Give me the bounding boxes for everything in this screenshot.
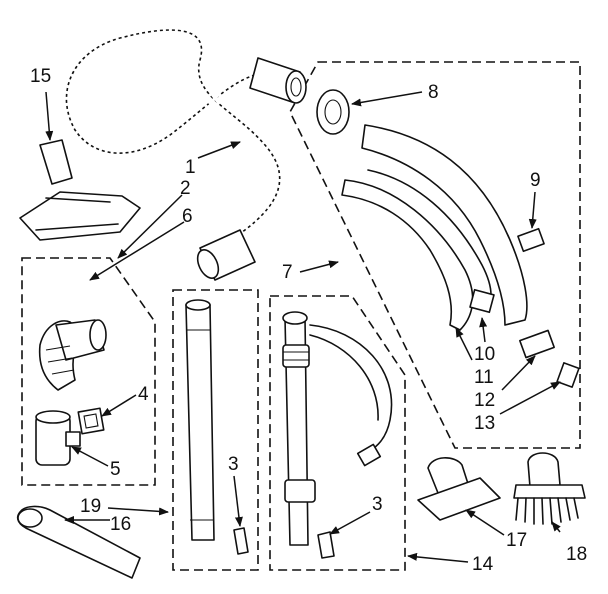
leader-lines — [45, 91, 561, 563]
group-outline-hose-handle — [21, 257, 156, 486]
callout-17: 17 — [506, 530, 527, 551]
callout-8: 8 — [428, 82, 439, 103]
floor-tool — [19, 139, 141, 241]
callout-16: 16 — [110, 514, 131, 535]
handle-assembly — [316, 89, 580, 388]
group-outline-power-wand — [269, 295, 406, 571]
callout-12: 12 — [474, 390, 495, 411]
callout-14: 14 — [472, 554, 494, 575]
callout-4: 4 — [138, 384, 149, 405]
callout-2: 2 — [180, 178, 191, 199]
release-button — [77, 407, 105, 435]
swivel-coupler — [35, 410, 81, 466]
callout-7: 7 — [282, 262, 293, 283]
curved-handle — [38, 319, 107, 391]
callout-18: 18 — [566, 544, 587, 565]
callout-3b: 3 — [372, 494, 383, 515]
callout-5: 5 — [110, 459, 121, 480]
callout-1: 1 — [185, 157, 196, 178]
callout-10: 10 — [474, 344, 495, 365]
callout-13: 13 — [474, 413, 495, 434]
crevice-tool — [16, 505, 141, 579]
callout-numbers: 15 1 2 6 4 5 7 8 9 10 11 12 13 3 3 14 16… — [30, 66, 587, 575]
callout-19: 19 — [80, 496, 101, 517]
dusting-brush — [513, 452, 586, 525]
callout-15: 15 — [30, 66, 51, 87]
callout-6: 6 — [182, 206, 193, 227]
group-outline-wand — [172, 289, 259, 571]
callout-11: 11 — [474, 367, 494, 388]
callout-3a: 3 — [228, 454, 239, 475]
extension-wand — [185, 299, 249, 555]
flex-hose — [59, 23, 307, 281]
power-wand — [282, 311, 393, 559]
upholstery-tool — [417, 457, 501, 521]
callout-9: 9 — [530, 170, 541, 191]
